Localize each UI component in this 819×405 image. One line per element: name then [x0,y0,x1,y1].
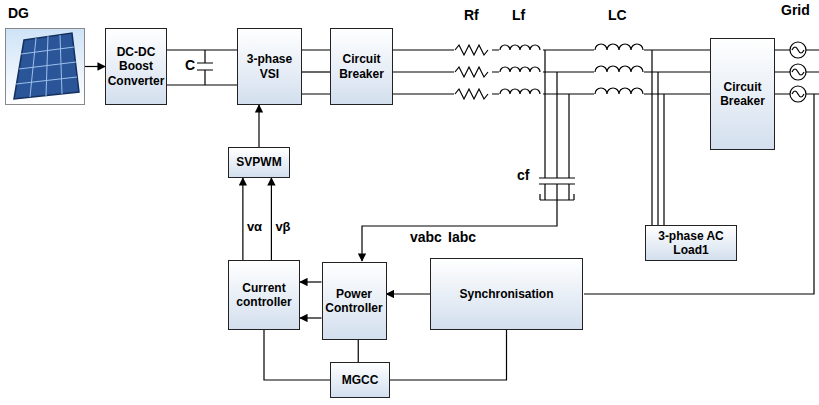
panel-cells [16,35,77,97]
component-label: cf [516,168,530,183]
solar-panel [14,33,79,99]
connector [85,66,105,67]
dc-capacitor [197,50,213,85]
connector [300,317,322,318]
pwm-box: SVPWM [228,147,290,178]
node-label: MGCC [342,373,379,387]
node-label: Current controller [232,281,296,310]
grid-sense-line [584,94,814,294]
node-label: DC-DC Boost Converter [108,45,165,88]
phase-wire [302,50,331,94]
load-wire [652,50,664,226]
phase-wire [393,50,711,94]
inductor-symbol [595,44,643,94]
controller-box: Power Controller [322,262,387,340]
dc-bus-wire [164,84,238,85]
inverter-box: 3-phase VSI [237,28,302,105]
load-box: 3-phase AC Load1 [645,225,737,261]
connector [167,49,237,50]
component-label: LC [607,8,628,23]
measurement-line [362,200,557,261]
node-label: Synchronisation [459,287,553,301]
connector [393,71,710,72]
breaker-box: Circuit Breaker [710,38,775,150]
sync-box: Synchronisation [430,258,583,330]
node-label: 3-phase AC Load1 [649,229,733,258]
node-label: Circuit Breaker [334,52,389,81]
component-label: C [184,58,196,73]
component-label: Lf [511,8,526,23]
connector [358,340,359,362]
connector [387,293,431,294]
panel-sky [6,29,84,104]
sine-symbol [792,47,804,97]
mgcc-box: MGCC [330,362,390,398]
controller-box: Current controller [228,260,300,330]
node-label: SVPWM [236,155,281,169]
node-heading: DG [8,5,29,22]
connector [300,281,322,282]
component-label: vabc [409,230,443,245]
connector [264,330,330,380]
node-label: Circuit Breaker [714,80,771,109]
connector [271,178,272,260]
connector [258,105,259,147]
connector [302,71,330,72]
inductor-symbol [500,45,540,94]
signal-label: vα [247,220,262,234]
breaker-box: Circuit Breaker [330,28,393,105]
resistor-symbol [455,45,488,99]
node-label: 3-phase VSI [241,52,298,81]
symbol-ground [594,42,644,96]
component-label: Grid [780,3,811,18]
converter-box: DC-DC Boost Converter [105,28,167,105]
connector [242,178,243,260]
component-label: Rf [463,8,480,23]
component-label: Iabc [447,230,477,245]
signal-label: vβ [275,220,290,234]
connector [390,330,507,380]
node-label: Power Controller [325,287,382,316]
solar-panel-box: DG [5,28,85,105]
symbol-ground [499,42,543,96]
symbol-ground [454,42,492,102]
